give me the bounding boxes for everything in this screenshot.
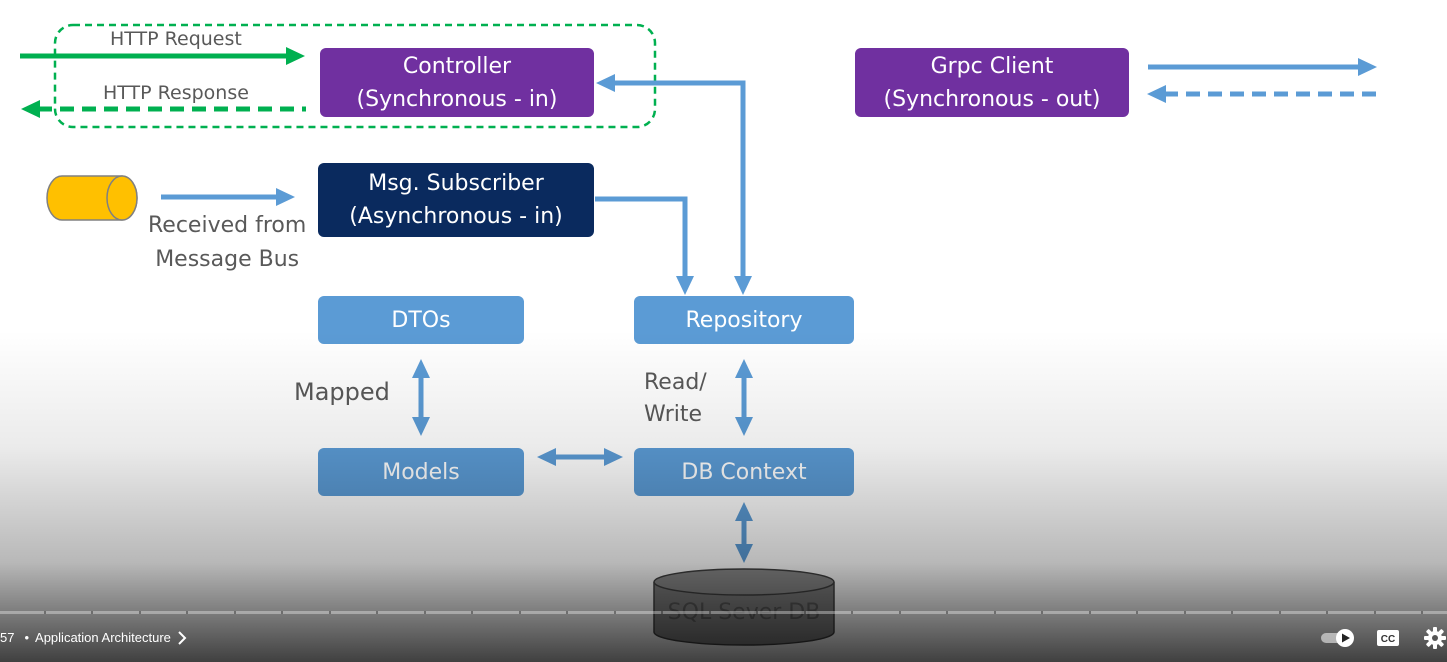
- models-dbcontext-arrow: [537, 448, 623, 466]
- models-box: Models: [318, 448, 524, 496]
- dtos-box: DTOs: [318, 296, 524, 344]
- chapter-marker: [1184, 611, 1186, 614]
- chapter-marker: [661, 611, 663, 614]
- db-context-box: DB Context: [634, 448, 854, 496]
- chapter-marker: [1421, 611, 1423, 614]
- grpc-in-arrow: [1147, 85, 1376, 103]
- chapter-title: Application Architecture: [35, 630, 171, 645]
- read-write-label-line2: Write: [644, 402, 703, 427]
- autoplay-toggle-icon: [1321, 629, 1354, 647]
- msg-subscriber-title: Msg. Subscriber: [368, 171, 544, 196]
- settings-button[interactable]: [1422, 624, 1447, 652]
- http-boundary: [53, 23, 657, 129]
- grpc-client-title: Grpc Client: [930, 53, 1054, 79]
- autoplay-toggle[interactable]: [1320, 624, 1356, 652]
- chapter-marker: [234, 611, 236, 614]
- controller-box: Controller (Synchronous - in): [320, 48, 594, 117]
- bus-arrow: [161, 188, 295, 206]
- progress-bar[interactable]: [0, 611, 1447, 614]
- gear-icon: [1424, 627, 1446, 649]
- chapter-marker: [899, 611, 901, 614]
- chapter-marker: [1041, 611, 1043, 614]
- chapter-marker: [44, 611, 46, 614]
- controller-subtitle: (Synchronous - in): [356, 86, 558, 112]
- subscriber-repository-arrow: [595, 196, 694, 295]
- controller-title: Controller: [402, 53, 512, 79]
- grpc-out-arrow: [1148, 58, 1377, 76]
- chapter-marker: [519, 611, 521, 614]
- separator-dot: •: [24, 630, 30, 645]
- chapter-marker: [1326, 611, 1328, 614]
- chapter-title-button[interactable]: Application Architecture: [35, 630, 187, 645]
- cc-icon: CC: [1377, 630, 1399, 646]
- chapter-marker: [1089, 611, 1091, 614]
- chapter-marker: [1374, 611, 1376, 614]
- chapter-marker: [186, 611, 188, 614]
- player-controls: 57 • Application Architecture CC: [0, 606, 1447, 662]
- grpc-client-subtitle: (Synchronous - out): [883, 86, 1101, 112]
- msg-subscriber-box: Msg. Subscriber (Asynchronous - in): [318, 163, 594, 237]
- time-display: 57: [0, 630, 15, 645]
- chapter-marker: [566, 611, 568, 614]
- chapter-marker: [424, 611, 426, 614]
- time-and-chapter: 57 • Application Architecture: [0, 630, 187, 645]
- read-write-label: Read/ Write: [644, 367, 707, 431]
- chapter-marker: [139, 611, 141, 614]
- dbcontext-sql-arrow: [735, 502, 753, 563]
- chapter-marker: [1231, 611, 1233, 614]
- chapter-marker: [804, 611, 806, 614]
- controller-repository-arrow: [596, 74, 752, 295]
- svg-text:CC: CC: [1381, 634, 1395, 645]
- http-request-label: HTTP Request: [110, 28, 242, 50]
- chapter-marker: [756, 611, 758, 614]
- message-bus-icon: [46, 175, 138, 221]
- chapter-marker: [946, 611, 948, 614]
- repository-box: Repository: [634, 296, 854, 344]
- http-response-label: HTTP Response: [103, 82, 249, 104]
- cc-button[interactable]: CC: [1376, 624, 1400, 652]
- read-write-arrow: [735, 359, 753, 436]
- chapter-marker: [851, 611, 853, 614]
- chapter-marker: [471, 611, 473, 614]
- message-bus-label-line1: Received from: [148, 213, 307, 238]
- read-write-label-line1: Read/: [644, 370, 707, 395]
- chapter-marker: [329, 611, 331, 614]
- chapter-marker: [709, 611, 711, 614]
- message-bus-label-line2: Message Bus: [155, 247, 300, 272]
- msg-subscriber-subtitle: (Asynchronous - in): [349, 204, 563, 229]
- chapter-marker: [376, 611, 378, 614]
- http-request-arrow: [20, 47, 305, 65]
- chapter-marker: [1136, 611, 1138, 614]
- http-response-arrow: [21, 100, 306, 118]
- chapter-marker: [1279, 611, 1281, 614]
- chapter-marker: [281, 611, 283, 614]
- chapter-marker: [614, 611, 616, 614]
- chevron-right-icon: [178, 630, 187, 645]
- mapped-label: Mapped: [294, 378, 390, 406]
- chapter-marker: [994, 611, 996, 614]
- grpc-client-box: Grpc Client (Synchronous - out): [855, 48, 1129, 117]
- mapped-arrow: [412, 359, 430, 436]
- chapter-marker: [91, 611, 93, 614]
- message-bus-label: Received from Message Bus: [148, 209, 306, 277]
